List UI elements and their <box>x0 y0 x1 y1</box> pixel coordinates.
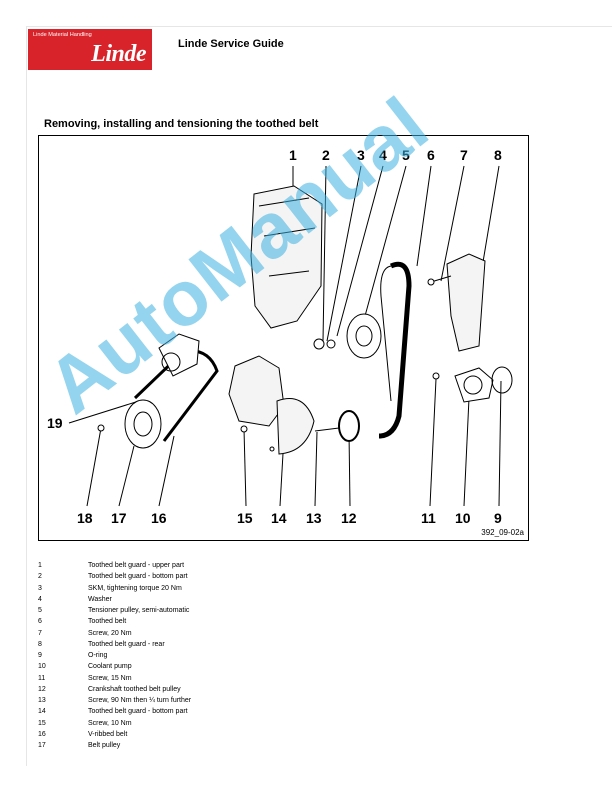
legend-row: 12 Crankshaft toothed belt pulley <box>38 684 338 695</box>
legend-num: 12 <box>38 685 46 693</box>
legend-num: 6 <box>38 618 42 626</box>
legend-text: Toothed belt guard - rear <box>88 640 165 648</box>
legend-num: 13 <box>38 697 46 704</box>
legend-text: SKM, tightening torque 20 Nm <box>88 584 182 592</box>
callout-1: 1 <box>289 147 297 163</box>
legend-num: 7 <box>38 629 42 637</box>
legend-row: 2 Toothed belt guard - bottom part <box>38 571 338 582</box>
legend-row: 11 Screw, 15 Nm <box>38 673 338 684</box>
logo-tagline: Linde Material Handling <box>33 32 92 38</box>
legend-num: 3 <box>38 584 42 592</box>
legend-text: Toothed belt guard - bottom part <box>88 573 188 581</box>
diagram-drawing <box>68 165 513 507</box>
legend-row: 8 Toothed belt guard - rear <box>38 639 338 650</box>
legend-text: Screw, 20 Nm <box>88 629 132 637</box>
legend-num: 10 <box>38 663 46 671</box>
callout-2: 2 <box>322 147 330 163</box>
page-top-rule <box>26 26 612 27</box>
legend-row: 4 Washer <box>38 594 338 605</box>
legend-text: O-ring <box>88 652 108 659</box>
legend-num: 5 <box>38 607 42 614</box>
legend-num: 1 <box>38 562 42 569</box>
legend-num: 11 <box>38 674 46 682</box>
legend-text: Screw, 15 Nm <box>88 674 132 682</box>
callout-4: 4 <box>379 147 387 163</box>
legend-text: V-ribbed belt <box>88 730 128 738</box>
callout-9: 9 <box>494 510 502 526</box>
legend-text: Toothed belt guard - upper part <box>88 562 185 569</box>
legend-row: 16 V-ribbed belt <box>38 729 338 740</box>
legend-row: 10 Coolant pump <box>38 661 338 672</box>
callout-3: 3 <box>357 147 365 163</box>
legend-row: 7 Screw, 20 Nm <box>38 628 338 639</box>
section-title: Removing, installing and tensioning the … <box>44 118 319 130</box>
legend-text: Washer <box>88 595 112 603</box>
legend-text: Tensioner pulley, semi-automatic <box>88 607 190 614</box>
legend-row: 17 Belt pulley <box>38 740 338 751</box>
legend-row: 1 Toothed belt guard - upper part <box>38 560 338 571</box>
callout-11: 11 <box>421 510 436 526</box>
legend-row: 13 Screw, 90 Nm then ¼ turn further <box>38 695 338 706</box>
legend-text: Toothed belt <box>88 618 127 626</box>
legend-num: 17 <box>38 742 46 749</box>
legend-text: Belt pulley <box>88 742 121 749</box>
legend-text: Toothed belt guard - bottom part <box>88 708 188 716</box>
legend-num: 8 <box>38 640 42 648</box>
callout-15: 15 <box>237 510 253 526</box>
legend-row: 3 SKM, tightening torque 20 Nm <box>38 583 338 594</box>
callout-16: 16 <box>151 510 167 526</box>
page-header-title: Linde Service Guide <box>178 38 284 50</box>
exploded-diagram: 1 2 3 4 5 6 7 8 19 18 17 16 15 14 13 12 … <box>38 135 529 541</box>
callout-18: 18 <box>77 510 93 526</box>
callout-14: 14 <box>271 510 287 526</box>
linde-logo: Linde Material Handling Linde <box>28 29 152 70</box>
legend-text: Coolant pump <box>88 663 132 671</box>
callout-19: 19 <box>47 415 63 431</box>
legend-num: 2 <box>38 573 42 581</box>
legend-num: 14 <box>38 708 46 716</box>
callout-10: 10 <box>455 510 471 526</box>
callout-17: 17 <box>111 510 127 526</box>
legend-num: 16 <box>38 730 46 738</box>
callout-12: 12 <box>341 510 357 526</box>
legend-text: Crankshaft toothed belt pulley <box>88 685 181 693</box>
page-left-rule <box>26 26 27 766</box>
legend-text: Screw, 90 Nm then ¼ turn further <box>88 697 192 704</box>
callout-8: 8 <box>494 147 502 163</box>
legend-row: 15 Screw, 10 Nm <box>38 718 338 729</box>
legend-row: 9 O-ring <box>38 650 338 661</box>
callout-6: 6 <box>427 147 435 163</box>
logo-brand: Linde <box>91 41 146 67</box>
callout-5: 5 <box>402 147 410 163</box>
legend-row: 14 Toothed belt guard - bottom part <box>38 706 338 717</box>
callout-13: 13 <box>306 510 322 526</box>
legend-row: 6 Toothed belt <box>38 616 338 627</box>
legend-row: 5 Tensioner pulley, semi-automatic <box>38 605 338 616</box>
callout-7: 7 <box>460 147 468 163</box>
legend-num: 9 <box>38 652 42 659</box>
legend-text: Screw, 10 Nm <box>88 719 132 727</box>
legend-num: 15 <box>38 719 46 727</box>
legend-num: 4 <box>38 595 42 603</box>
figure-code: 392_09-02a <box>481 528 524 537</box>
